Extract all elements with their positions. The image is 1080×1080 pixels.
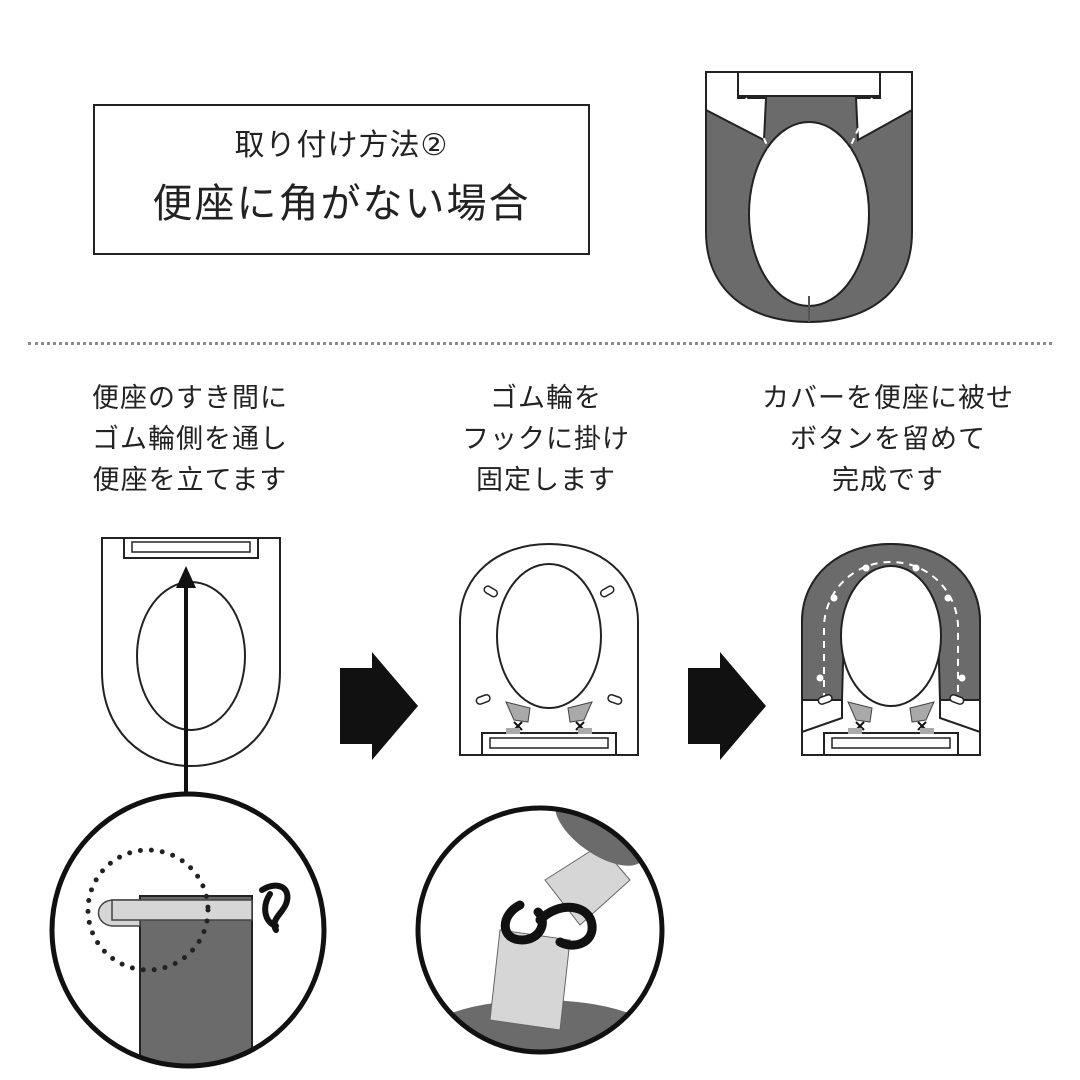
step-3-seat-illustration xyxy=(801,542,981,756)
button-hole xyxy=(599,585,615,598)
title-method: 取り付け方法② xyxy=(234,128,449,163)
seat-edge-strip xyxy=(139,895,253,1066)
magnifier-ring xyxy=(49,791,327,1069)
right-rubber-strap xyxy=(909,701,935,723)
button-hole xyxy=(817,694,833,705)
seat-opening xyxy=(136,581,246,731)
seat-opening xyxy=(496,563,602,709)
right-hook-base xyxy=(578,728,592,734)
step-1-line-3: 便座を立てます xyxy=(92,465,288,496)
dotted-highlight-ring xyxy=(85,847,211,973)
step-2-instructions: ゴム輪を フックに掛け 固定します xyxy=(396,378,696,501)
hook-clip xyxy=(500,900,597,950)
title-case: 便座に角がない場合 xyxy=(152,181,531,227)
left-rubber-strap xyxy=(505,701,531,723)
step-2-line-2: フックに掛け xyxy=(462,424,630,455)
step-1-seat-illustration xyxy=(101,537,281,795)
step-3-instructions: カバーを便座に被せ ボタンを留めて 完成です xyxy=(738,378,1038,501)
seat-opening xyxy=(748,121,870,307)
button-hole xyxy=(607,694,623,705)
rubber-band-lower xyxy=(489,929,571,1031)
covered-seat-top-illustration xyxy=(705,71,913,324)
step-2-seat-illustration xyxy=(459,542,639,756)
step-2-line-1: ゴム輪を xyxy=(490,383,602,414)
cover-button xyxy=(862,564,870,572)
step-2-magnifier xyxy=(415,805,665,1055)
seat-opening xyxy=(840,565,942,707)
step-1-line-2: ゴム輪側を通し xyxy=(92,424,288,455)
cover-button xyxy=(944,594,952,602)
cover-button xyxy=(912,564,920,572)
step-1-magnifier xyxy=(49,791,327,1069)
hinge-slot-inner xyxy=(131,541,251,553)
left-hook-base xyxy=(848,728,862,734)
button-hole xyxy=(483,585,499,598)
right-stitch-line xyxy=(847,97,873,153)
right-rubber-strap xyxy=(567,701,593,723)
hook-clip xyxy=(259,882,291,933)
step-3-line-1: カバーを便座に被せ xyxy=(762,383,1014,414)
dotted-divider xyxy=(28,342,1052,345)
step-3-line-3: 完成です xyxy=(832,465,944,496)
seat-surface xyxy=(420,1000,660,1052)
cover-stitch-line xyxy=(823,560,959,700)
rubber-band-top xyxy=(111,899,253,921)
cover-button xyxy=(958,674,966,682)
left-stitch-line xyxy=(745,97,771,153)
title-box: 取り付け方法② 便座に角がない場合 xyxy=(93,104,590,255)
step-1-instructions: 便座のすき間に ゴム輪側を通し 便座を立てます xyxy=(40,378,340,501)
cover-button xyxy=(830,594,838,602)
step-2-line-3: 固定します xyxy=(476,465,616,496)
button-hole xyxy=(949,694,965,705)
seat-hinge-bar xyxy=(737,71,881,97)
step-1-line-1: 便座のすき間に xyxy=(92,383,288,414)
next-step-arrow-1 xyxy=(340,652,418,760)
hinge-slot-inner xyxy=(489,737,609,749)
left-hook-base xyxy=(506,728,520,734)
left-rubber-strap xyxy=(847,701,873,723)
right-hook-base xyxy=(920,728,934,734)
hinge-slot-inner xyxy=(831,737,951,749)
next-step-arrow-2 xyxy=(688,652,766,760)
insert-arrow-head xyxy=(176,566,196,588)
magnifier-ring xyxy=(415,805,665,1055)
button-hole xyxy=(475,694,491,705)
cover-button xyxy=(816,674,824,682)
step-3-line-2: ボタンを留めて xyxy=(790,424,986,455)
